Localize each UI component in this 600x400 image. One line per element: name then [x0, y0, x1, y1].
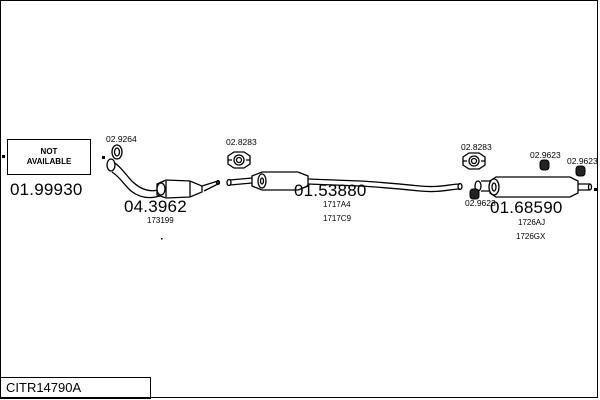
rear-muffler-part — [474, 176, 593, 198]
part-ref-3b: 1717C9 — [323, 214, 352, 223]
accessory-code-hanger-1: 02.9623 — [530, 150, 561, 160]
left-clamp-marker — [102, 156, 105, 159]
right-end-marker — [594, 188, 597, 191]
not-available-label: NOT AVAILABLE — [26, 147, 72, 166]
accessory-code-clamp-center: 02.8283 — [226, 137, 257, 147]
clamp-icon-right — [462, 152, 486, 170]
diagram-code-label: CITR14790A — [6, 380, 82, 395]
hanger-icon-3 — [469, 188, 480, 200]
left-end-marker — [2, 155, 5, 158]
gasket-icon — [111, 144, 123, 160]
not-available-box: NOT AVAILABLE — [7, 139, 91, 175]
part-number-2: 04.3962 — [124, 197, 187, 216]
catalytic-converter-part — [106, 158, 221, 199]
hanger-icon-2 — [575, 165, 586, 177]
part-ref-4a: 1726AJ — [518, 218, 546, 227]
part-number-3: 01.53880 — [294, 181, 367, 200]
hanger-icon-1 — [539, 159, 550, 171]
accessory-code-gasket: 02.9264 — [106, 134, 137, 144]
part-ref-2: 173199 — [147, 216, 174, 225]
small-dot — [161, 238, 163, 240]
accessory-code-clamp-right: 02.8283 — [461, 142, 492, 152]
part-ref-4b: 1726GX — [516, 232, 546, 241]
part-number-1: 01.99930 — [10, 180, 83, 199]
part-number-4: 01.68590 — [490, 198, 563, 217]
clamp-icon-center — [227, 151, 251, 169]
accessory-code-hanger-2: 02.9623 — [567, 156, 598, 166]
part-ref-3a: 1717A4 — [323, 200, 351, 209]
diagram-code-box: CITR14790A — [0, 377, 151, 399]
accessory-code-hanger-3: 02.9623 — [465, 198, 496, 208]
center-muffler-part — [226, 171, 463, 193]
